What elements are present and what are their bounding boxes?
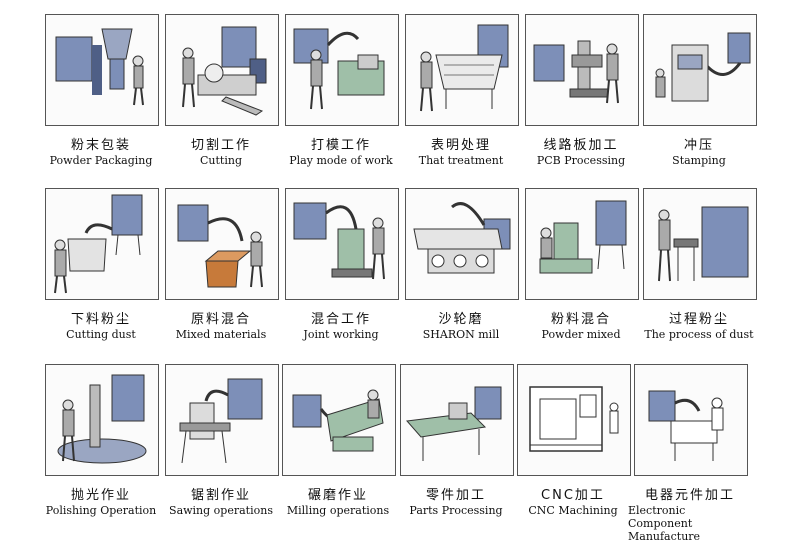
item-milling: 碾磨作业 Milling operations [282,364,400,517]
item-surface-treatment: 表明处理 That treatment [405,14,523,167]
item-cn-label: 切割工作 [190,138,251,153]
item-cnc-machining: CNC加工 CNC Machining [517,364,635,517]
powder-mixed-illustration [525,188,639,300]
polishing-illustration [45,364,159,476]
item-en-label: Powder Packaging [49,154,153,167]
item-cn-label: 原料混合 [190,312,251,327]
item-en-label: CNC Machining [528,504,618,517]
item-cn-label: 冲压 [683,138,714,153]
item-cn-label: 线路板加工 [543,138,619,153]
item-cn-label: 抛光作业 [70,488,131,503]
item-en-label: That treatment [418,154,504,167]
sawing-illustration [165,364,279,476]
item-process-dust: 过程粉尘 The process of dust [643,188,761,341]
item-electronic-component: 电器元件加工 Electronic Component Manufacture [628,364,752,543]
item-joint-working: 混合工作 Joint working [285,188,403,341]
item-en-label: Cutting [200,154,242,167]
item-cn-label: 电器元件加工 [644,488,735,503]
item-cn-label: 零件加工 [425,488,486,503]
item-cn-label: 过程粉尘 [668,312,729,327]
item-pcb-processing: 线路板加工 PCB Processing [525,14,643,167]
mold-work-illustration [285,14,399,126]
electronic-component-illustration [634,364,748,476]
stamping-illustration [643,14,757,126]
item-cutting: 切割工作 Cutting [165,14,283,167]
item-cn-label: 打模工作 [310,138,371,153]
item-cn-label: 粉末包装 [70,138,131,153]
item-en-label: PCB Processing [536,154,626,167]
item-cn-label: 表明处理 [430,138,491,153]
cnc-machining-illustration [517,364,631,476]
mixed-materials-illustration [165,188,279,300]
item-cn-label: 沙轮磨 [438,312,484,327]
item-en-label: Mixed materials [175,328,267,341]
item-powder-packaging: 粉末包装 Powder Packaging [45,14,163,167]
item-en-label: Joint working [303,328,379,341]
item-cn-label: 混合工作 [310,312,371,327]
item-en-label: Powder mixed [541,328,621,341]
item-en-label: Milling operations [286,504,390,517]
powder-packaging-illustration [45,14,159,126]
cutting-dust-illustration [45,188,159,300]
item-cn-label: 下料粉尘 [70,312,131,327]
milling-illustration [282,364,396,476]
item-polishing: 抛光作业 Polishing Operation [45,364,163,517]
surface-treatment-illustration [405,14,519,126]
item-en-label: Stamping [672,154,726,167]
item-en-label: Play mode of work [289,154,393,167]
item-en-label: Sawing operations [169,504,273,517]
item-parts-processing: 零件加工 Parts Processing [400,364,518,517]
item-cn-label: 碾磨作业 [307,488,368,503]
joint-working-illustration [285,188,399,300]
item-stamping: 冲压 Stamping [643,14,761,167]
item-cn-label: 粉料混合 [550,312,611,327]
parts-processing-illustration [400,364,514,476]
item-mold-work: 打模工作 Play mode of work [285,14,403,167]
item-en-label: SHARON mill [422,328,500,341]
item-en-label: Electronic Component Manufacture [628,504,701,543]
item-powder-mixed: 粉料混合 Powder mixed [525,188,643,341]
item-mixed-materials: 原料混合 Mixed materials [165,188,283,341]
sand-mill-illustration [405,188,519,300]
item-cn-label: 锯割作业 [190,488,251,503]
process-dust-illustration [643,188,757,300]
item-en-label: Cutting dust [66,328,136,341]
item-en-label: The process of dust [644,328,754,341]
item-cutting-dust: 下料粉尘 Cutting dust [45,188,163,341]
item-sand-mill: 沙轮磨 SHARON mill [405,188,523,341]
pcb-processing-illustration [525,14,639,126]
cutting-illustration [165,14,279,126]
item-en-label: Polishing Operation [45,504,157,517]
item-cn-label: CNC加工 [541,488,605,503]
item-en-label: Parts Processing [409,504,503,517]
item-sawing: 锯割作业 Sawing operations [165,364,283,517]
